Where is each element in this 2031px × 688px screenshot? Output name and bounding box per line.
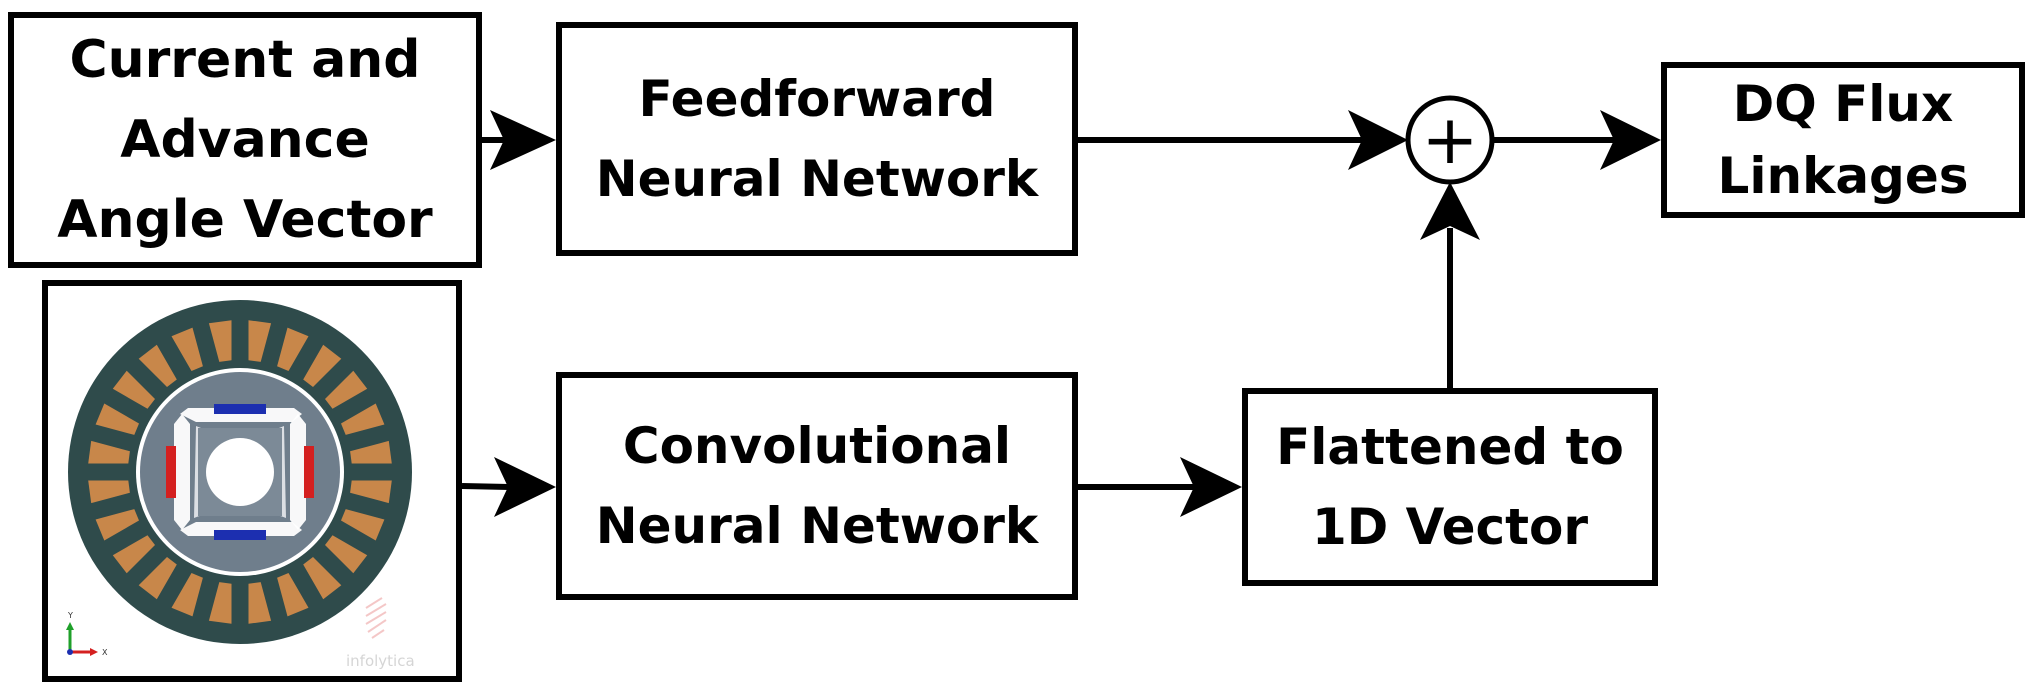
flattened-line-1: Flattened to	[1276, 418, 1624, 476]
convolutional-nn-box: Convolutional Neural Network	[556, 372, 1078, 600]
magnet-top	[214, 404, 266, 414]
flattened-line-2: 1D Vector	[1311, 498, 1589, 556]
winding-slot	[171, 327, 203, 371]
winding-slot	[95, 403, 139, 435]
winding-slot	[88, 480, 130, 504]
output-line-1: DQ Flux	[1732, 75, 1954, 133]
arrowhead-output	[1600, 110, 1661, 170]
winding-slot	[341, 403, 385, 435]
winding-slot	[208, 582, 232, 624]
winding-slot	[325, 370, 368, 409]
axis-y-label: Y	[67, 611, 73, 620]
output-line-2: Linkages	[1717, 147, 1969, 205]
arrowhead-flatten	[1180, 457, 1242, 517]
winding-slot	[138, 344, 177, 387]
convolutional-line-1: Convolutional	[622, 417, 1012, 475]
winding-slot	[277, 327, 309, 371]
winding-slot	[350, 480, 392, 504]
summation-symbol: +	[1422, 101, 1479, 180]
input-vector-line-2: Advance	[120, 110, 370, 170]
winding-slot	[303, 344, 342, 387]
winding-slot	[248, 320, 272, 362]
winding-slot	[341, 509, 385, 541]
stator-slots	[88, 320, 392, 624]
winding-slot	[88, 440, 130, 464]
motor-cross-section-image: Y X infolytica	[42, 280, 462, 682]
winding-slot	[95, 509, 139, 541]
shaft-hole	[206, 438, 274, 506]
watermark-text: infolytica	[346, 652, 415, 670]
input-vector-line-1: Current and	[69, 30, 421, 90]
arrowhead-sum-bottom	[1420, 182, 1480, 240]
input-vector-line-3: Angle Vector	[57, 190, 433, 250]
arrowhead-sum-left	[1348, 110, 1408, 170]
magnet-right	[304, 446, 314, 498]
magnet-bottom	[214, 530, 266, 540]
feedforward-line-1: Feedforward	[638, 70, 996, 128]
dq-flux-linkages-box: DQ Flux Linkages	[1661, 62, 2025, 218]
magnet-left	[166, 446, 176, 498]
winding-slot	[112, 370, 155, 409]
input-vector-box: Current and Advance Angle Vector	[8, 12, 482, 268]
axis-x-label: X	[102, 648, 108, 657]
feedforward-line-2: Neural Network	[595, 150, 1039, 208]
winding-slot	[350, 440, 392, 464]
flattened-vector-box: Flattened to 1D Vector	[1242, 388, 1658, 586]
convolutional-line-2: Neural Network	[595, 497, 1039, 555]
infolytica-logo: infolytica	[346, 597, 415, 670]
connector-motor-to-cnn	[461, 483, 513, 490]
axis-triad: Y X	[66, 611, 108, 657]
winding-slot	[277, 573, 309, 617]
winding-slot	[138, 557, 177, 600]
summation-node	[1405, 95, 1495, 185]
arrowhead-ffnn	[490, 110, 556, 170]
winding-slot	[248, 582, 272, 624]
winding-slot	[171, 573, 203, 617]
motor-cross-section-svg: Y X infolytica	[66, 300, 415, 670]
arrowhead-cnn	[494, 457, 556, 517]
winding-slot	[112, 535, 155, 574]
winding-slot	[325, 535, 368, 574]
winding-slot	[208, 320, 232, 362]
feedforward-nn-box: Feedforward Neural Network	[556, 22, 1078, 256]
winding-slot	[303, 557, 342, 600]
